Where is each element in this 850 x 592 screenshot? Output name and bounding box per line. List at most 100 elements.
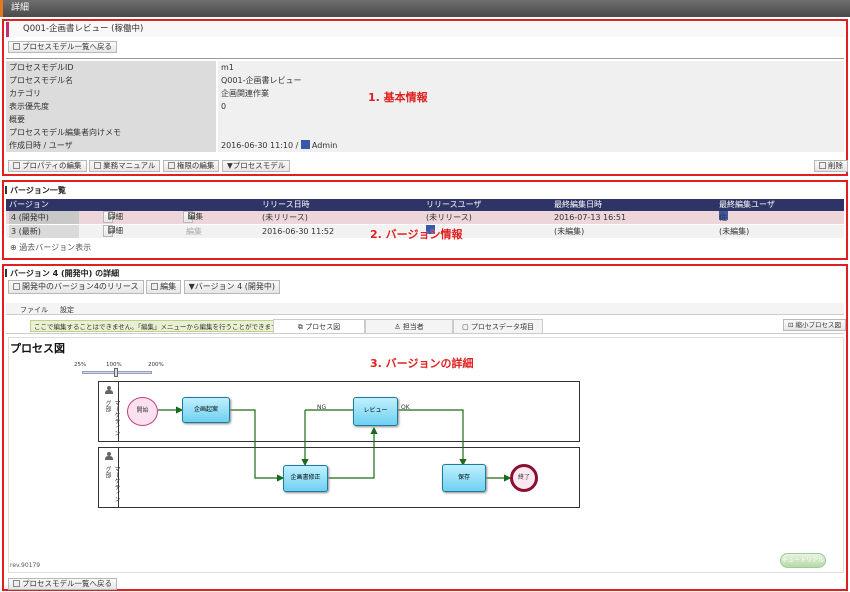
detail-icon — [108, 212, 115, 219]
release-icon — [13, 283, 20, 290]
node-plan[interactable]: 企画起案 — [182, 397, 230, 423]
diagram-icon: ⧉ — [297, 323, 306, 331]
tab-assignee-label: 担当者 — [402, 323, 424, 331]
version-row-3: 3 (最新) 詳細 編集 2016-06-30 11:52 (未編集) (未編集… — [6, 225, 844, 238]
manual-icon — [94, 162, 102, 169]
tab-data-label: プロセスデータ項目 — [470, 323, 534, 331]
delete-label: 削除 — [828, 161, 843, 170]
detail-icon — [108, 226, 115, 233]
window-title: 詳細 — [0, 0, 850, 17]
detail-label: 詳細 — [108, 212, 123, 221]
zoom-icon: ⊡ — [788, 321, 796, 329]
info-value — [218, 113, 844, 126]
back-button-top[interactable]: プロセスモデル一覧へ戻る — [8, 41, 117, 53]
user-avatar-icon — [426, 225, 435, 234]
readonly-notice: ここで編集することはできません。「編集」メニューから編集を行うことができます。 — [30, 320, 288, 332]
shrink-label: 縮小プロセス図 — [795, 321, 842, 329]
annotation-detail: 3. バージョンの詳細 — [370, 357, 474, 370]
menu-file[interactable]: ファイル — [20, 306, 48, 314]
release-date: 2016-06-30 11:52 — [262, 227, 335, 236]
node-review[interactable]: レビュー — [353, 397, 398, 426]
back-button-bottom[interactable]: プロセスモデル一覧へ戻る — [8, 578, 117, 590]
revision: rev.90179 — [10, 562, 41, 569]
info-key: プロセスモデルID — [6, 61, 216, 74]
past-versions-link[interactable]: ⊕ 過去バージョン表示 — [10, 242, 91, 253]
edit-version-button[interactable]: 編集 — [146, 280, 182, 294]
user-icon: ♙ — [394, 323, 403, 331]
tutorial-button[interactable]: チュートリアル — [780, 553, 826, 568]
version-actions: 開発中のバージョン4のリリース 編集 ▼バージョン 4 (開発中) — [8, 280, 281, 294]
lane-header: マーケティング部 — [99, 382, 120, 441]
info-value: Q001-企画書レビュー — [218, 74, 844, 87]
release-button[interactable]: 開発中のバージョン4のリリース — [8, 280, 144, 294]
person-icon — [105, 452, 113, 460]
info-value: m1 — [218, 61, 844, 74]
process-model-menu[interactable]: ▼プロセスモデル — [221, 160, 291, 172]
edit-label: 編集 — [188, 212, 203, 221]
info-key: 表示優先度 — [6, 100, 216, 113]
zoom-100: 100% — [106, 362, 122, 368]
info-value: 企画関連作業 — [218, 87, 844, 100]
tab-assignee[interactable]: ♙ 担当者 — [365, 319, 453, 333]
delete-button[interactable]: 削除 — [814, 160, 848, 172]
edit-icon — [188, 212, 195, 219]
menu-settings[interactable]: 設定 — [60, 306, 74, 314]
back-label: プロセスモデル一覧へ戻る — [22, 579, 112, 588]
info-key: プロセスモデル名 — [6, 74, 216, 87]
back-label: プロセスモデル一覧へ戻る — [22, 42, 112, 51]
edit-date: (未編集) — [554, 227, 585, 236]
release-user: (未リリース) — [426, 213, 472, 222]
back-icon — [13, 580, 20, 587]
info-key: カテゴリ — [6, 87, 216, 100]
back-icon — [13, 43, 20, 50]
created-value: 2016-06-30 11:10 / Admin — [218, 139, 844, 152]
tab-process-diagram[interactable]: ⧉ プロセス図 — [273, 319, 365, 333]
created-label: 作成日時 / ユーザ — [6, 139, 216, 152]
user-avatar-icon — [719, 211, 728, 220]
shrink-diagram-button[interactable]: ⊡ 縮小プロセス図 — [783, 319, 847, 331]
manual-label: 業務マニュアル — [103, 161, 156, 170]
annotation-version: 2. バージョン情報 — [370, 228, 463, 241]
col-release-user: リリースユーザ — [426, 200, 482, 209]
node-end[interactable]: 終了 — [510, 464, 538, 492]
edit-disabled: 編集 — [186, 227, 202, 236]
page-subtitle: Q001-企画書レビュー (稼働中) — [6, 22, 844, 37]
created-row: 作成日時 / ユーザ 2016-06-30 11:10 / Admin — [6, 139, 844, 152]
plus-icon: ⊕ — [10, 243, 20, 252]
edit-properties-button[interactable]: プロパティの編集 — [8, 160, 87, 172]
info-value — [218, 126, 844, 139]
node-store[interactable]: 保存 — [442, 464, 486, 492]
edit-user: (未編集) — [719, 227, 750, 236]
edit-date: 2016-07-13 16:51 — [554, 213, 627, 222]
menu-bar: ファイル 設定 — [6, 303, 844, 315]
col-edit-date: 最終編集日時 — [554, 200, 602, 209]
edit-version-label: 編集 — [160, 282, 177, 291]
release-date: (未リリース) — [262, 213, 308, 222]
version-dropdown[interactable]: ▼バージョン 4 (開発中) — [183, 280, 281, 294]
version-detail-title: バージョン 4 (開発中) の詳細 — [5, 268, 119, 279]
zoom-200: 200% — [148, 362, 164, 368]
version-label: 4 (開発中) — [9, 211, 79, 224]
zoom-handle[interactable] — [114, 368, 118, 377]
edit-icon — [151, 283, 159, 290]
tab-process-data[interactable]: ▢ プロセスデータ項目 — [453, 319, 543, 333]
node-revise[interactable]: 企画書修正 — [283, 465, 328, 492]
model-actions: プロパティの編集 業務マニュアル 権限の編集 ▼プロセスモデル — [8, 160, 291, 172]
edit-permissions-button[interactable]: 権限の編集 — [162, 160, 220, 172]
zoom-slider[interactable]: 25% 100% 200% — [74, 362, 164, 377]
version-info-box — [2, 180, 848, 260]
manual-button[interactable]: 業務マニュアル — [89, 160, 161, 172]
annotation-basic: 1. 基本情報 — [368, 91, 428, 104]
edit-properties-label: プロパティの編集 — [22, 161, 82, 170]
lane-label: マーケティング部 — [104, 466, 120, 502]
info-value: 0 — [218, 100, 844, 113]
node-start[interactable]: 開始 — [127, 397, 158, 426]
detail-label: 詳細 — [108, 226, 123, 235]
release-label: 開発中のバージョン4のリリース — [22, 282, 139, 291]
created-date: 2016-06-30 11:10 / — [221, 141, 301, 150]
zoom-25: 25% — [74, 362, 87, 368]
